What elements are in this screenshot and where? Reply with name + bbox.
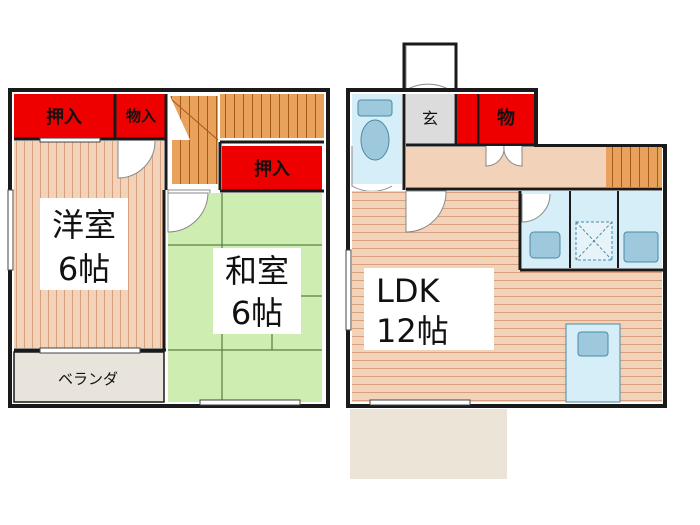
ldk-label-bg — [364, 268, 494, 350]
entrance-bump — [402, 42, 458, 94]
sink — [577, 331, 609, 357]
ldk-size: 12帖 — [376, 312, 449, 350]
western-room-size: 6帖 — [58, 250, 110, 288]
closet-japanese-label: 押入 — [254, 158, 290, 180]
stairs-right — [606, 147, 662, 187]
storage-small-label: 物入 — [126, 107, 156, 125]
storage-small — [116, 94, 166, 138]
terrace — [350, 409, 507, 479]
bathtub — [623, 231, 659, 263]
closet-left — [14, 94, 114, 138]
western-room-label-bg — [40, 198, 128, 290]
japanese-room-label-bg — [213, 248, 301, 334]
balcony — [13, 351, 165, 403]
entrance — [406, 94, 454, 144]
door-swing — [117, 140, 156, 179]
storage-right-label: 物 — [497, 107, 515, 129]
entrance-label: 玄 — [422, 109, 438, 128]
ldk-name: LDK — [376, 272, 440, 310]
western-room-name: 洋室 — [52, 206, 116, 244]
japanese-room-size: 6帖 — [231, 294, 283, 332]
closet-left-label: 押入 — [46, 106, 82, 128]
washbasin — [529, 231, 561, 259]
japanese-room-name: 和室 — [225, 252, 289, 290]
closet-japanese — [222, 146, 322, 190]
balcony-label: ベランダ — [58, 370, 118, 388]
